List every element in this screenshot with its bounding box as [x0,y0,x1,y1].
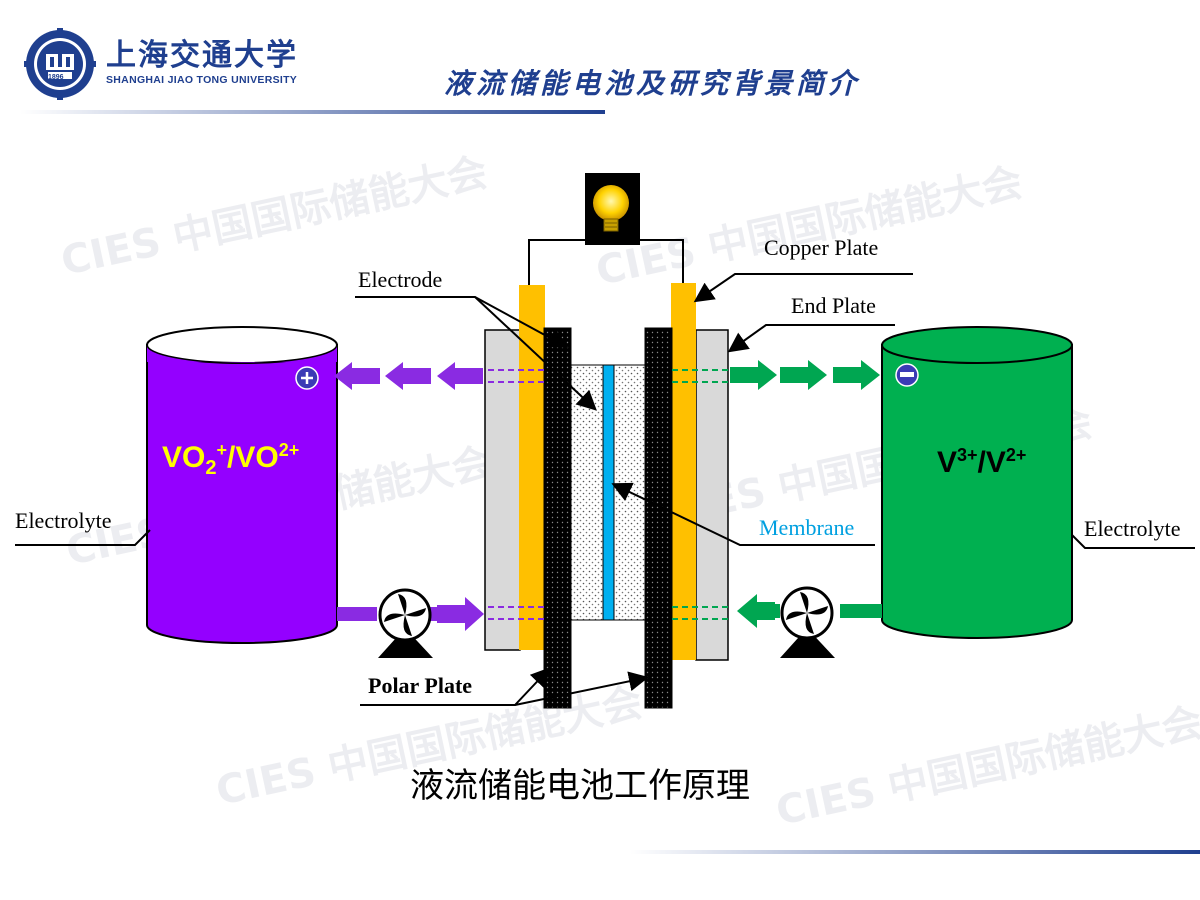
right-polar-plate [644,327,673,709]
slide-title: 液流储能电池及研究背景简介 [444,67,861,100]
left-end-plate [484,329,521,651]
species-charge: 2+ [1005,445,1027,465]
footer-rule [630,850,1200,854]
left-tank-species: VO2+/VO2+ [162,440,299,480]
right-return-flow-arrows [730,360,880,390]
university-logo: 1896 [24,28,96,100]
university-name-en: SHANGHAI JIAO TONG UNIVERSITY [106,74,298,86]
species-charge: 3+ [957,445,978,465]
membrane-leader [611,482,875,546]
logo-year: 1896 [48,74,64,81]
species-v3: V [937,446,958,479]
left-electrolyte-tank [146,326,338,644]
electrode-label: Electrode [358,267,443,292]
right-copper-plate [671,283,696,660]
polar-plate-label: Polar Plate [368,673,473,698]
end-plate-label: End Plate [791,293,876,318]
species-charge: + [216,440,227,460]
end-plate-leader [727,324,895,353]
right-supply-flow-arrows [737,594,882,628]
university-seal-icon [24,28,96,100]
right-tank-species: V3+/V2+ [937,445,1026,480]
copper-plate-label: Copper Plate [764,235,879,260]
positive-pole-icon [295,366,319,390]
left-return-flow-arrows [334,362,483,390]
polar-plate-leader-2 [514,671,649,706]
right-pump-icon [780,586,835,658]
species-vo2: VO [162,441,206,474]
membrane [602,364,615,621]
membrane-label: Membrane [759,515,855,540]
header-rule [20,110,605,114]
left-polar-plate [543,327,572,709]
negative-pole-icon [895,363,919,387]
electrolyte-right-label: Electrolyte [1084,516,1181,541]
university-name-cn: 上海交通大学 [106,38,298,73]
diagram-caption: 液流储能电池工作原理 [410,766,750,806]
electrolyte-left-leader [15,529,151,546]
external-circuit-wire [528,239,684,285]
species-charge: 2+ [278,440,300,460]
species-vo: /VO [227,441,279,474]
copper-plate-leader [693,273,913,303]
left-pump-icon [378,588,433,658]
electrolyte-left-label: Electrolyte [15,508,112,533]
species-v2: /V [977,446,1006,479]
left-copper-plate [519,285,545,650]
species-subscript: 2 [205,457,217,479]
light-bulb-icon [585,173,640,245]
right-end-plate [695,329,729,661]
left-electrode [570,364,604,621]
right-electrolyte-tank [881,326,1073,639]
electrode-leader-2 [474,296,597,411]
electrolyte-right-leader [1071,534,1195,549]
